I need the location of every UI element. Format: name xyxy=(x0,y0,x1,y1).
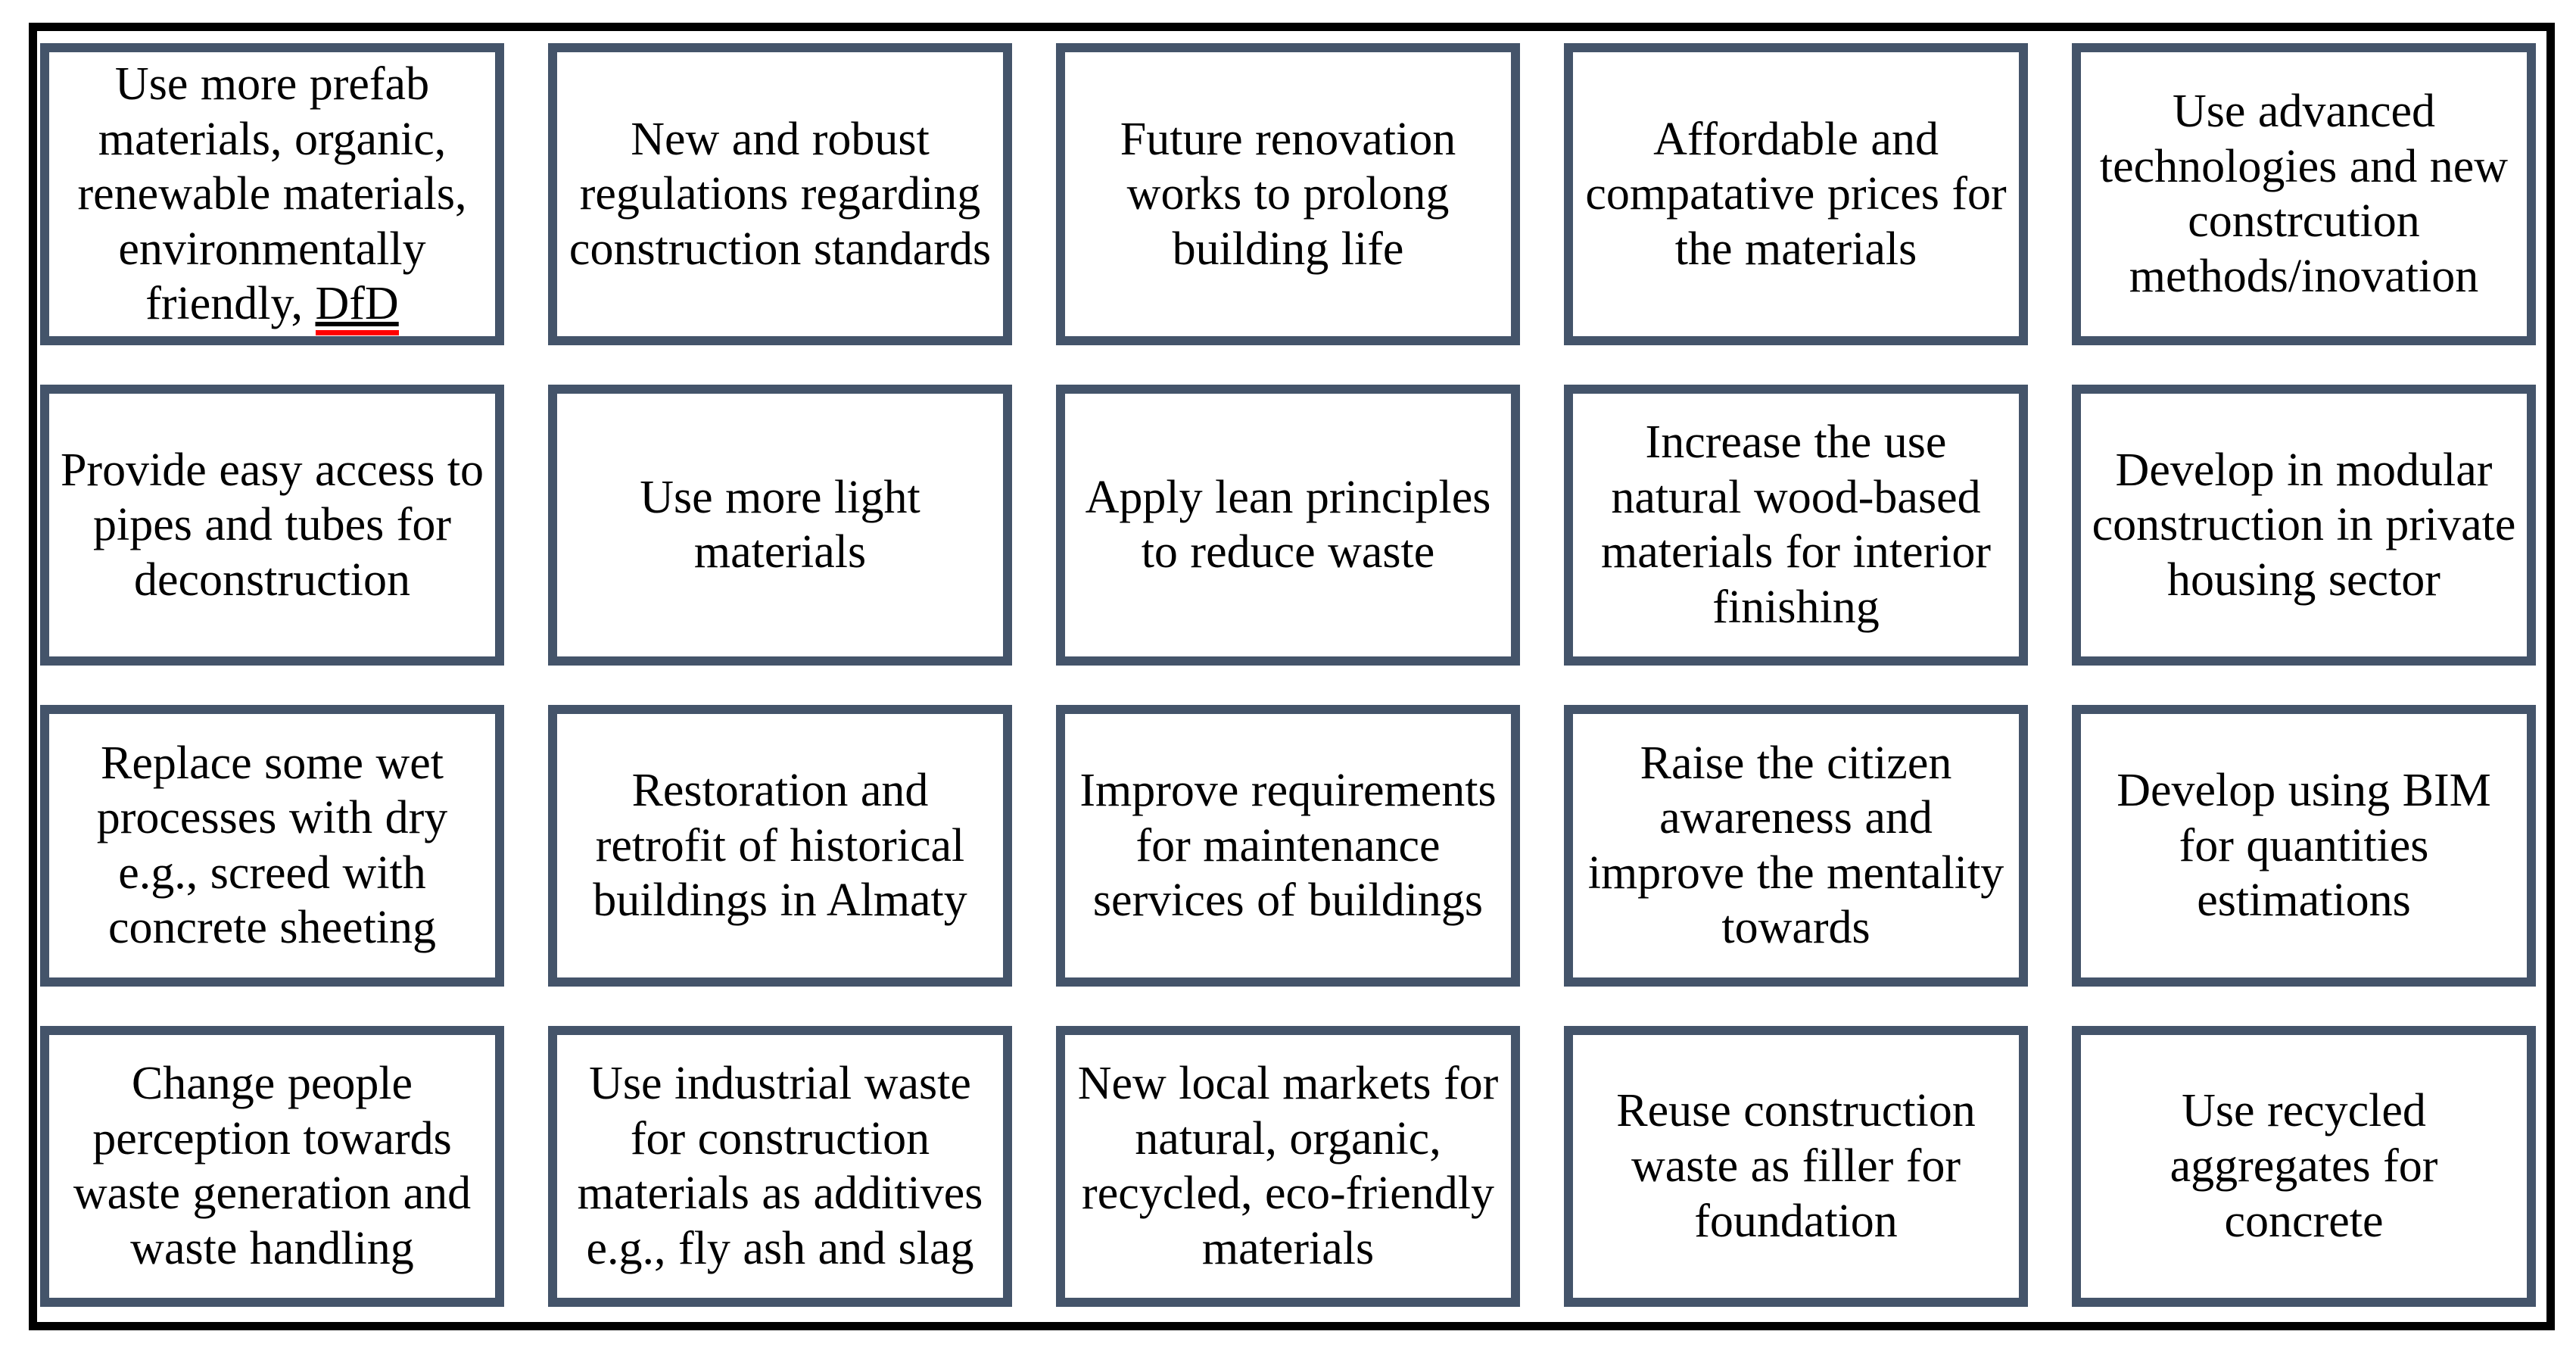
suggestion-box-r3c1: Replace some wet processes with dry e.g.… xyxy=(40,705,504,987)
suggestion-box-r2c5: Develop in modular construction in priva… xyxy=(2072,384,2536,666)
suggestion-box-r4c5: Use recycled aggregates for concrete xyxy=(2072,1025,2536,1307)
suggestion-box-r2c4: Increase the use natural wood-based mate… xyxy=(1564,384,2028,666)
suggestion-box-r2c2: Use more light materials xyxy=(548,384,1012,666)
suggestion-box-r3c5: Develop using BIM for quantities estimat… xyxy=(2072,705,2536,987)
suggestion-text: Change people perception towards waste g… xyxy=(73,1058,472,1274)
suggestion-text: Affordable and compatative prices for th… xyxy=(1585,113,2007,275)
suggestion-text: Increase the use natural wood-based mate… xyxy=(1600,416,1991,633)
suggestion-text: New local markets for natural, organic, … xyxy=(1077,1058,1499,1274)
suggestion-box-r1c1: Use more prefab materials, organic, rene… xyxy=(40,43,504,345)
suggestion-text: Improve requirements for maintenance ser… xyxy=(1079,765,1497,927)
suggestion-text: Use recycled aggregates for concrete xyxy=(2170,1085,2438,1247)
suggestion-box-r3c2: Restoration and retrofit of historical b… xyxy=(548,705,1012,987)
suggestion-text: Develop in modular construction in priva… xyxy=(2092,444,2516,606)
suggestion-box-r4c1: Change people perception towards waste g… xyxy=(40,1025,504,1307)
suggestion-text: Future renovation works to prolong build… xyxy=(1120,113,1456,275)
suggestion-box-r2c1: Provide easy access to pipes and tubes f… xyxy=(40,384,504,666)
suggestion-box-r1c2: New and robust regulations regarding con… xyxy=(548,43,1012,345)
suggestion-text: Use more light materials xyxy=(640,471,920,578)
misspelled-underlined-term: DfD xyxy=(315,278,399,336)
suggestion-box-r3c3: Improve requirements for maintenance ser… xyxy=(1056,705,1520,987)
suggestion-box-r3c4: Raise the citizen awareness and improve … xyxy=(1564,705,2028,987)
outer-frame: Use more prefab materials, organic, rene… xyxy=(29,23,2555,1330)
suggestion-text: New and robust regulations regarding con… xyxy=(568,113,992,275)
suggestion-box-r4c3: New local markets for natural, organic, … xyxy=(1056,1025,1520,1307)
suggestion-text: Use more prefab materials, organic, rene… xyxy=(58,57,486,336)
suggestions-grid: Use more prefab materials, organic, rene… xyxy=(40,43,2536,1307)
suggestion-box-r4c2: Use industrial waste for construction ma… xyxy=(548,1025,1012,1307)
suggestion-box-r4c4: Reuse construction waste as filler for f… xyxy=(1564,1025,2028,1307)
suggestion-box-r2c3: Apply lean principles to reduce waste xyxy=(1056,384,1520,666)
suggestion-text: Develop using BIM for quantities estimat… xyxy=(2117,765,2491,927)
suggestion-text: Restoration and retrofit of historical b… xyxy=(593,765,967,927)
suggestion-text: Raise the citizen awareness and improve … xyxy=(1587,737,2004,954)
suggestion-text: Use advanced technologies and new constr… xyxy=(2099,86,2509,302)
suggestion-text: Reuse construction waste as filler for f… xyxy=(1616,1085,1976,1247)
suggestion-text: Apply lean principles to reduce waste xyxy=(1085,471,1491,578)
suggestion-text: Provide easy access to pipes and tubes f… xyxy=(60,444,484,606)
suggestion-box-r1c5: Use advanced technologies and new constr… xyxy=(2072,43,2536,345)
suggestion-text: Replace some wet processes with dry e.g.… xyxy=(96,737,448,954)
suggestion-box-r1c4: Affordable and compatative prices for th… xyxy=(1564,43,2028,345)
suggestion-text: Use industrial waste for construction ma… xyxy=(577,1058,983,1274)
suggestion-box-r1c3: Future renovation works to prolong build… xyxy=(1056,43,1520,345)
